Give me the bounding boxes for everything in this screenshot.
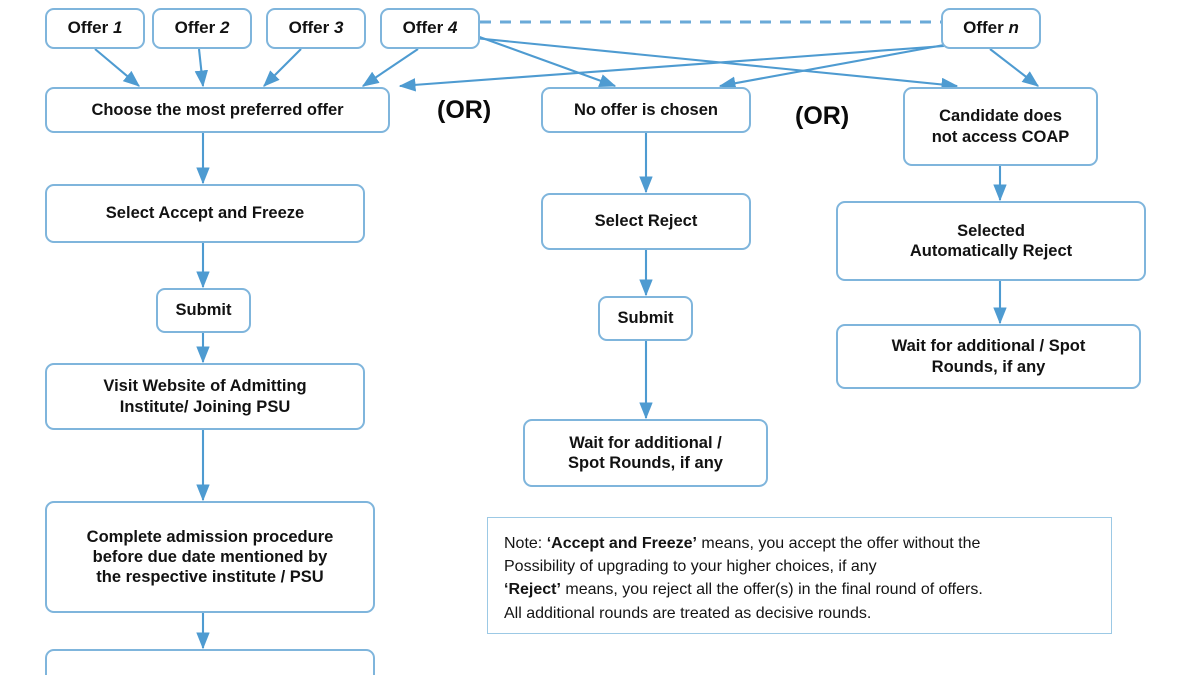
branch-box-choose-offer[interactable]: Choose the most preferred offer [45,87,390,133]
note-box: Note: ‘Accept and Freeze’ means, you acc… [487,517,1112,634]
branch-no-access-label: Candidate does not access COAP [931,107,1070,146]
wire-offern-to-no-access [989,48,1039,87]
note-line1-prefix: Note: [504,535,547,552]
select-reject-label: Select Reject [594,212,698,231]
note-line-3: ‘Reject’ means, you reject all the offer… [504,578,1095,601]
submit-middle-label: Submit [617,309,674,328]
wire-offer4-to-no-offer [473,34,617,88]
offer-4-prefix: Offer [402,18,448,38]
offer-1-prefix: Offer [67,18,113,38]
branch-box-no-coap-access[interactable]: Candidate does not access COAP [903,87,1098,166]
complete-admission-label: Complete admission procedure before due … [86,527,334,587]
offer-3-suffix: 3 [333,18,344,38]
wait-middle-label: Wait for additional / Spot Rounds, if an… [568,433,723,472]
offer-n-prefix: Offer [963,18,1009,38]
wire-offer2-to-choose [194,48,209,88]
offer-box-4-label: Offer 4 [395,18,466,39]
wire-offer4-to-no-access [473,36,959,92]
step-box-select-accept-and-freeze[interactable]: Select Accept and Freeze [45,184,365,243]
selected-auto-reject-label: Selected Automatically Reject [909,221,1073,260]
branch-box-no-offer-chosen[interactable]: No offer is chosen [541,87,751,133]
offer-box-n-label: Offer n [955,18,1027,39]
offer-1-suffix: 1 [112,18,123,38]
visit-website-label: Visit Website of Admitting Institute/ Jo… [103,377,307,416]
note-line3-rest: means, you reject all the offer(s) in th… [560,581,983,599]
step-box-wait-middle[interactable]: Wait for additional / Spot Rounds, if an… [523,419,768,487]
offer-box-1[interactable]: Offer 1 [45,8,145,49]
offer-3-prefix: Offer [288,18,334,38]
step-box-submit-middle[interactable]: Submit [598,296,693,341]
branch-choose-label: Choose the most preferred offer [91,100,344,119]
wire-offer4-to-choose [361,48,419,87]
offer-n-suffix: n [1008,18,1019,38]
submit-left-label: Submit [175,301,232,320]
offer-box-n[interactable]: Offer n [941,8,1041,49]
wire-offer1-to-choose [94,48,140,87]
note-line1-bold: ‘Accept and Freeze’ [546,535,697,552]
note-line3-bold: ‘Reject’ [504,581,561,599]
branch-no-offer-label: No offer is chosen [574,100,718,119]
offer-4-suffix: 4 [447,18,458,38]
or-label-1: (OR) [437,96,492,124]
offer-box-1-label: Offer 1 [60,18,131,39]
step-box-visit-website[interactable]: Visit Website of Admitting Institute/ Jo… [45,363,365,430]
offer-box-4[interactable]: Offer 4 [380,8,480,49]
offer-box-2[interactable]: Offer 2 [152,8,252,49]
step-box-complete-admission[interactable]: Complete admission procedure before due … [45,501,375,613]
or-label-2: (OR) [795,102,850,130]
note-line-4: All additional rounds are treated as dec… [504,604,872,622]
select-accept-freeze-label: Select Accept and Freeze [105,204,305,223]
offer-2-prefix: Offer [174,18,220,38]
offer-2-suffix: 2 [219,18,230,38]
step-box-cut-off-bottom[interactable] [45,649,375,675]
offer-box-3-label: Offer 3 [281,18,352,39]
step-box-wait-right[interactable]: Wait for additional / Spot Rounds, if an… [836,324,1141,389]
offer-box-2-label: Offer 2 [167,18,238,39]
step-box-submit-left[interactable]: Submit [156,288,251,333]
wait-right-label: Wait for additional / Spot Rounds, if an… [891,337,1086,376]
note-line-1: Note: ‘Accept and Freeze’ means, you acc… [504,532,1095,555]
note-line-2: Possibility of upgrading to your higher … [504,558,877,576]
step-box-select-reject[interactable]: Select Reject [541,193,751,250]
offer-box-3[interactable]: Offer 3 [266,8,366,49]
wire-offern-to-no-offer [718,43,945,90]
wire-offern-to-choose [398,44,945,92]
step-box-selected-automatically-reject[interactable]: Selected Automatically Reject [836,201,1146,281]
note-line1-rest: means, you accept the offer without the [696,535,981,552]
wire-offer3-to-choose [263,48,302,87]
